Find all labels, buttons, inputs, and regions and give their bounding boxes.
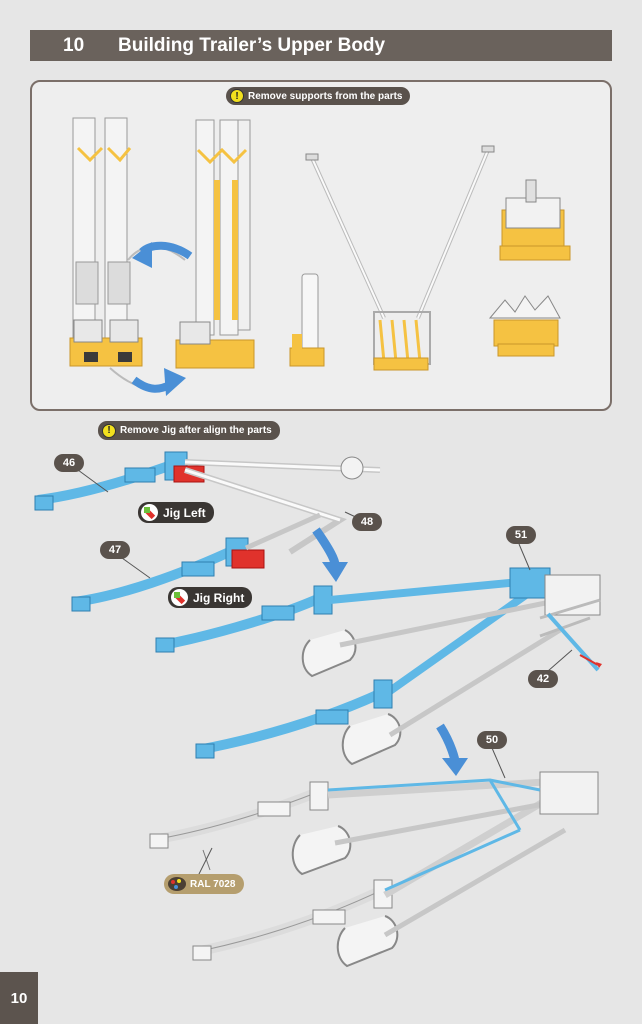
callout-48: 48 bbox=[352, 513, 382, 531]
step-header: 10 Building Trailer’s Upper Body bbox=[30, 30, 612, 61]
insert-arrow-icon bbox=[596, 662, 602, 668]
rotate-arrow-icon-2 bbox=[164, 368, 186, 396]
callout-47: 47 bbox=[100, 541, 130, 559]
callout-46: 46 bbox=[54, 454, 84, 472]
frame-assembly-blue bbox=[155, 567, 602, 766]
bracket-part-1 bbox=[499, 179, 571, 261]
frame-part-right bbox=[175, 119, 255, 369]
cylinder-part bbox=[289, 273, 325, 367]
supports-note: ! Remove supports from the parts bbox=[226, 87, 411, 105]
down-arrow-icon bbox=[322, 562, 348, 582]
paint-palette-icon bbox=[168, 877, 186, 891]
callout-51: 51 bbox=[506, 526, 536, 544]
callout-42: 42 bbox=[528, 670, 558, 688]
jig-left-label: Jig Left bbox=[138, 502, 214, 523]
frame-part-left bbox=[69, 117, 143, 367]
warning-icon-2: ! bbox=[102, 423, 116, 438]
leaf-spring-47 bbox=[71, 512, 322, 612]
rotate-arrow-icon bbox=[132, 242, 152, 268]
jig-note: ! Remove Jig after align the parts bbox=[98, 421, 280, 440]
jig-note-text: Remove Jig after align the parts bbox=[120, 425, 272, 436]
down-arrow-icon-2 bbox=[442, 758, 468, 776]
supports-note-text: Remove supports from the parts bbox=[248, 90, 403, 102]
warning-icon: ! bbox=[230, 89, 244, 103]
v-rod-part bbox=[305, 145, 495, 371]
leaf-spring-46 bbox=[34, 451, 381, 555]
paint-label: RAL 7028 bbox=[164, 874, 245, 894]
jig-right-label: Jig Right bbox=[168, 587, 253, 608]
jig-right-text: Jig Right bbox=[193, 590, 245, 605]
callout-50: 50 bbox=[477, 731, 507, 749]
step-number: 10 bbox=[63, 34, 85, 56]
jig-icon bbox=[141, 504, 158, 521]
paint-code: RAL 7028 bbox=[190, 878, 236, 890]
jig-icon-2 bbox=[171, 589, 188, 606]
frame-assembly-final bbox=[149, 771, 599, 968]
step-title: Building Trailer’s Upper Body bbox=[118, 34, 386, 56]
bracket-part-2 bbox=[488, 295, 561, 357]
page-number: 10 bbox=[0, 972, 38, 1024]
jig-left-text: Jig Left bbox=[163, 505, 206, 520]
